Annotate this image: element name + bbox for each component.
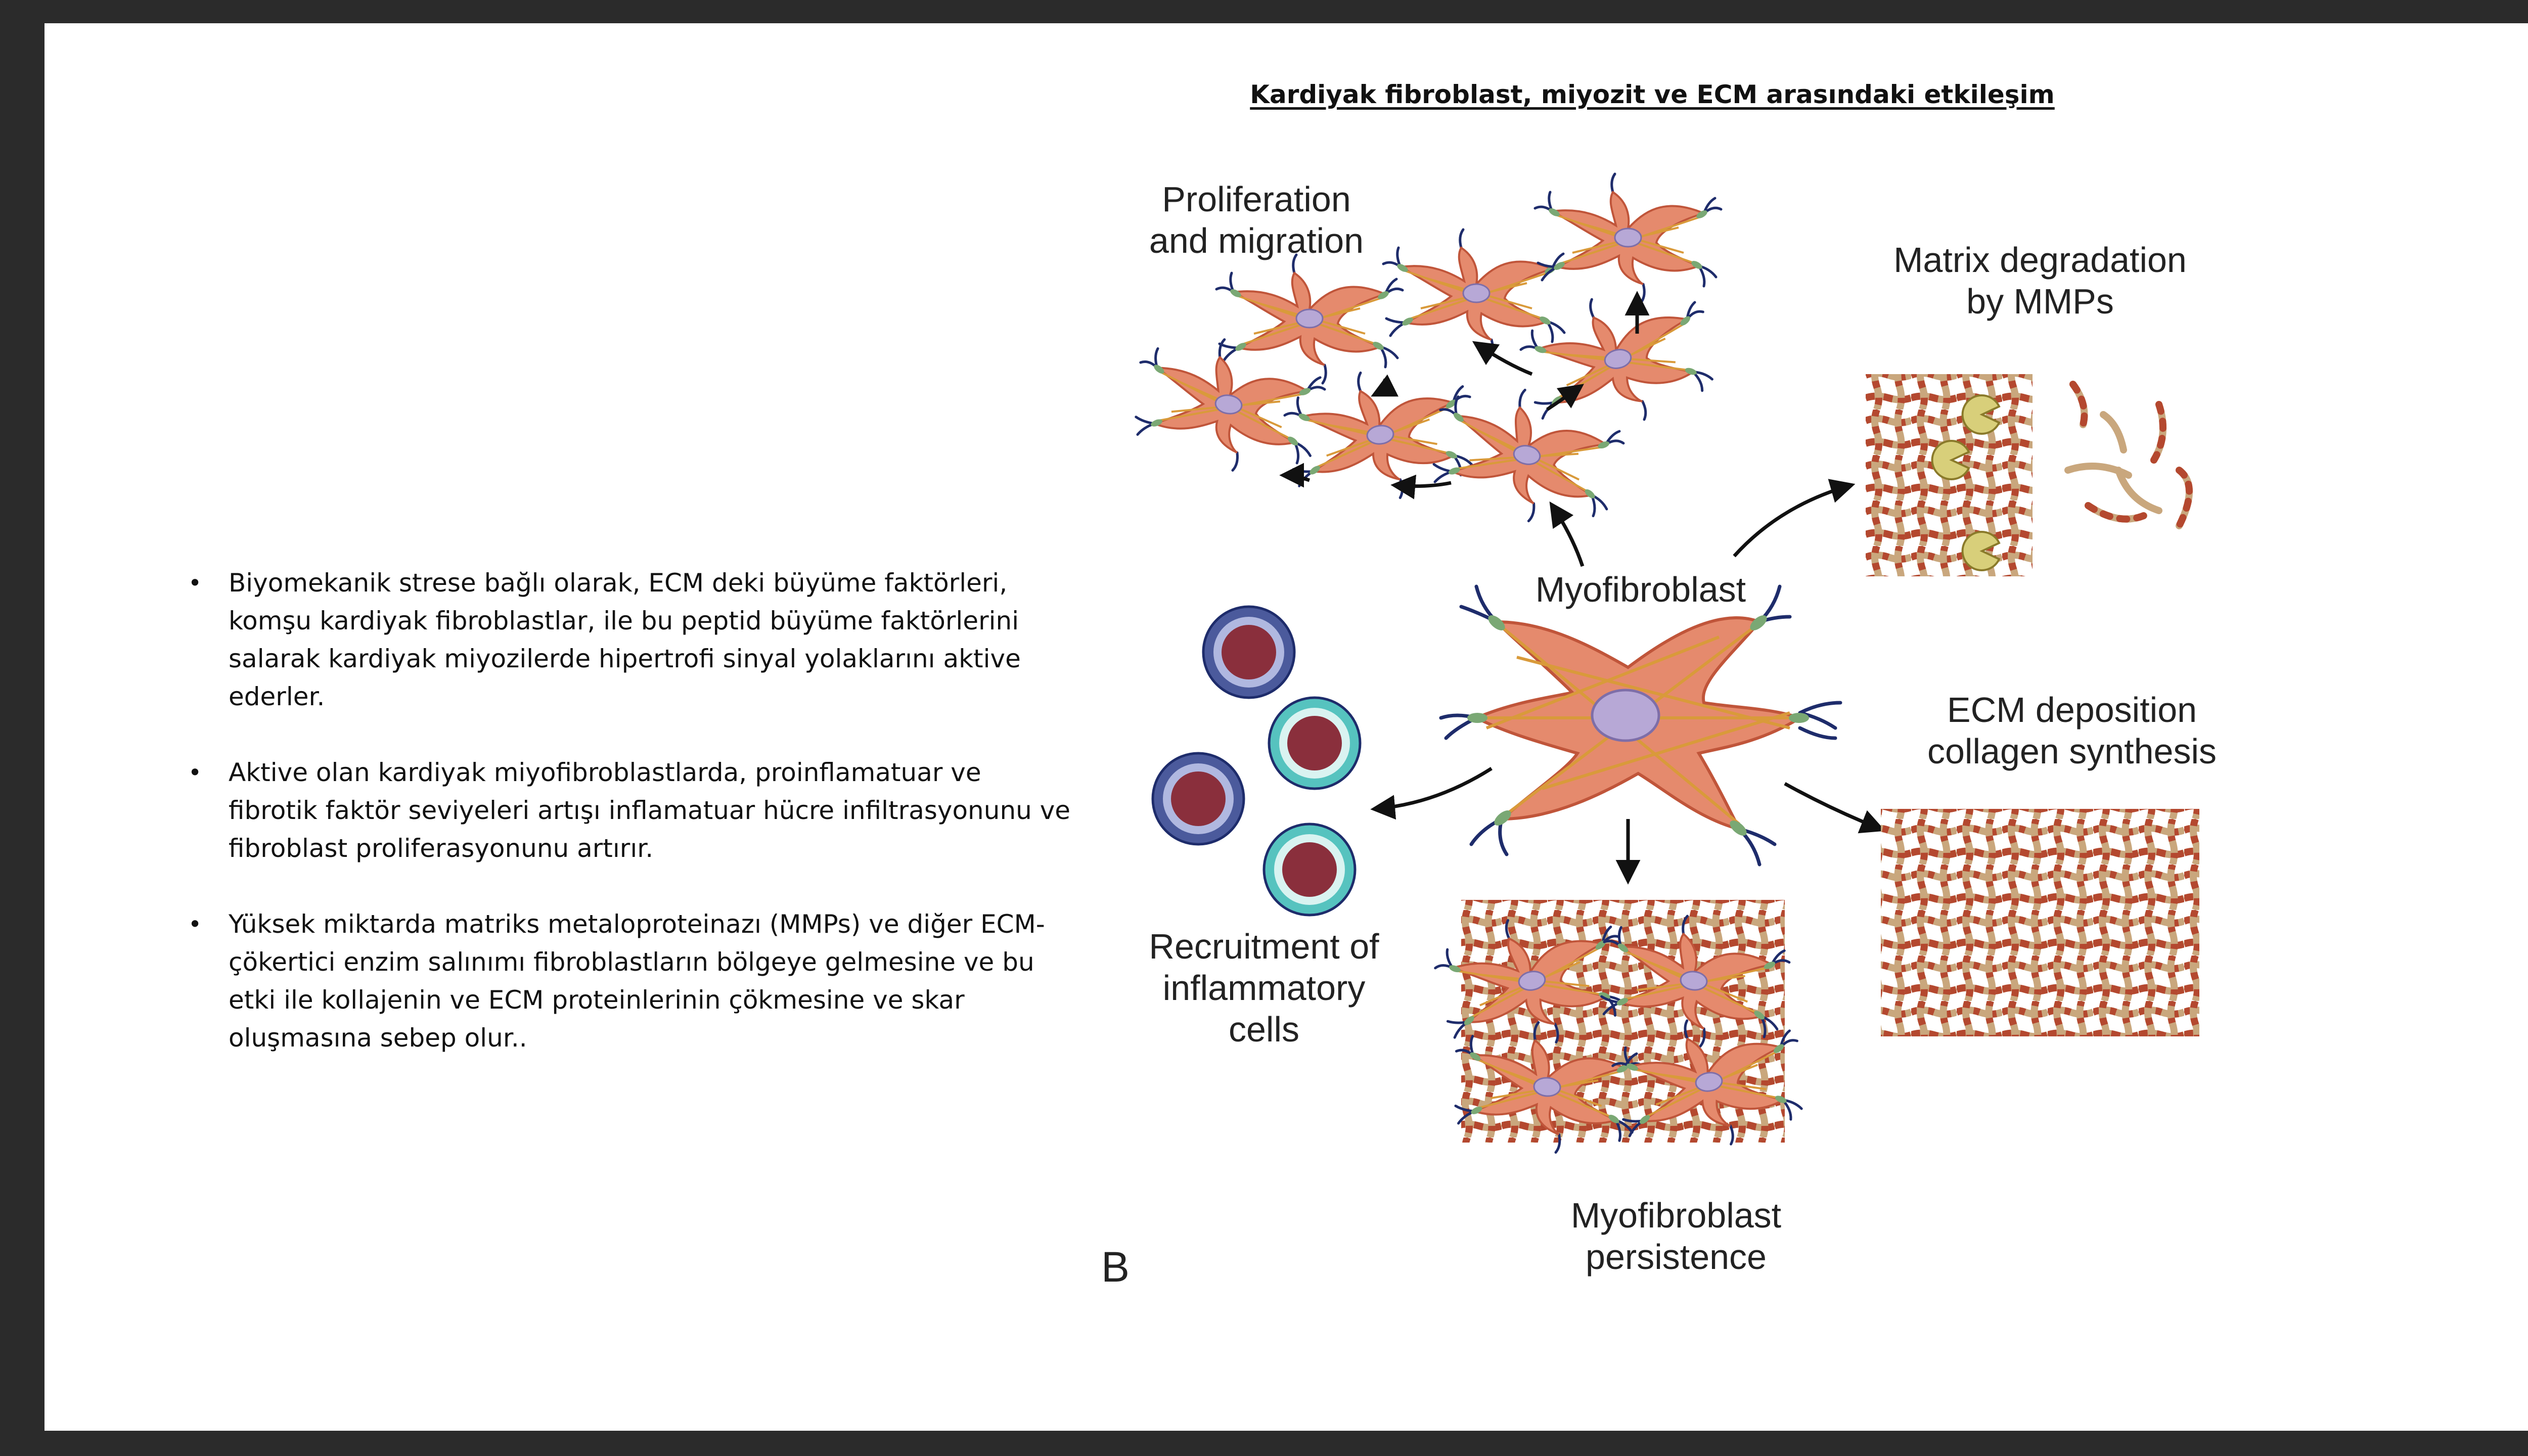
proliferation-arrows <box>1279 291 1650 567</box>
fibroblast-cell-icon <box>1514 277 1723 441</box>
inflammatory-cell-icon <box>1151 752 1245 846</box>
arrow-icon <box>1390 474 1452 499</box>
persistence-line-2: persistence <box>1586 1237 1767 1277</box>
degraded-mesh <box>1866 374 2193 576</box>
bullet-text: Biyomekanik strese bağlı olarak, ECM dek… <box>229 568 1021 711</box>
mmp-pacman-icon <box>1961 394 2001 435</box>
inflammatory-cell-icon <box>1202 605 1296 699</box>
arrow-icon <box>1370 767 1493 820</box>
persistence-label: Myofibroblast persistence <box>1571 1196 1781 1277</box>
bullet-marker: • <box>188 759 202 786</box>
slide-title: Kardiyak fibroblast, miyozit ve ECM aras… <box>1250 80 2055 109</box>
inflammatory-cells <box>1151 605 1362 917</box>
recruitment-line-1: Recruitment of <box>1149 927 1379 966</box>
recruitment-line-2: inflammatory <box>1163 968 1366 1008</box>
fibroblast-cell-icon <box>1127 329 1330 482</box>
arrow-icon <box>1549 501 1585 567</box>
ecm-deposition-label: ECM deposition collagen synthesis <box>1927 690 2217 771</box>
ecm-deposition-line-2: collagen synthesis <box>1927 732 2217 771</box>
myofibroblast-label: Myofibroblast <box>1536 570 1746 609</box>
mmp-pacman-icon <box>1931 440 1970 480</box>
bullet-marker: • <box>188 569 202 597</box>
fibroblast-cell-icon <box>1383 230 1569 358</box>
matrix-degradation-line-1: Matrix degradation <box>1893 240 2187 280</box>
bullet-item: • Yüksek miktarda matriks metaloproteinaz… <box>186 905 1076 1057</box>
bullet-list: • Biyomekanik strese bağlı olarak, ECM de… <box>186 564 1076 1095</box>
bullet-text: Yüksek miktarda matriks metaloproteinazı… <box>229 909 1045 1053</box>
arrow-icon <box>1546 384 1584 411</box>
proliferation-line-1: Proliferation <box>1162 179 1351 219</box>
panel-label: B <box>1101 1243 1130 1291</box>
fibroblast-cell-icon <box>1216 255 1403 383</box>
arrow-icon <box>1733 479 1856 558</box>
inflammatory-cell-icon <box>1262 823 1357 917</box>
proliferation-label: Proliferation and migration <box>1149 179 1364 260</box>
collagen-mesh-icon <box>1881 809 2199 1036</box>
arrow-icon <box>1279 463 1311 488</box>
fibroblast-cell-icon <box>1535 174 1721 302</box>
recruitment-line-3: cells <box>1229 1010 1299 1049</box>
slide: Kardiyak fibroblast, miyozit ve ECM aras… <box>44 23 2528 1431</box>
matrix-degradation-line-2: by MMPs <box>1966 282 2114 321</box>
bullet-item: • Biyomekanik strese bağlı olarak, ECM de… <box>186 564 1076 716</box>
persistence-line-1: Myofibroblast <box>1571 1196 1781 1235</box>
bullet-marker: • <box>188 911 202 938</box>
arrow-icon <box>1472 341 1533 376</box>
arrow-icon <box>1784 782 1886 834</box>
recruitment-label: Recruitment of inflammatory cells <box>1149 927 1379 1049</box>
inflammatory-cell-icon <box>1268 696 1362 790</box>
ecm-deposition-line-1: ECM deposition <box>1947 690 2197 730</box>
myofibroblast: Myofibroblast <box>1439 570 1842 867</box>
proliferation-line-2: and migration <box>1149 221 1364 260</box>
arrow-icon <box>1371 374 1399 397</box>
persistence-mesh <box>1429 900 1810 1159</box>
bullet-text: Aktive olan kardiyak miyofibroblastlarda… <box>229 758 1071 863</box>
matrix-degradation-label: Matrix degradation by MMPs <box>1893 240 2187 321</box>
bullet-item: • Aktive olan kardiyak miyofibroblastlard… <box>186 754 1076 868</box>
mmp-pacman-icon <box>1961 531 2001 571</box>
